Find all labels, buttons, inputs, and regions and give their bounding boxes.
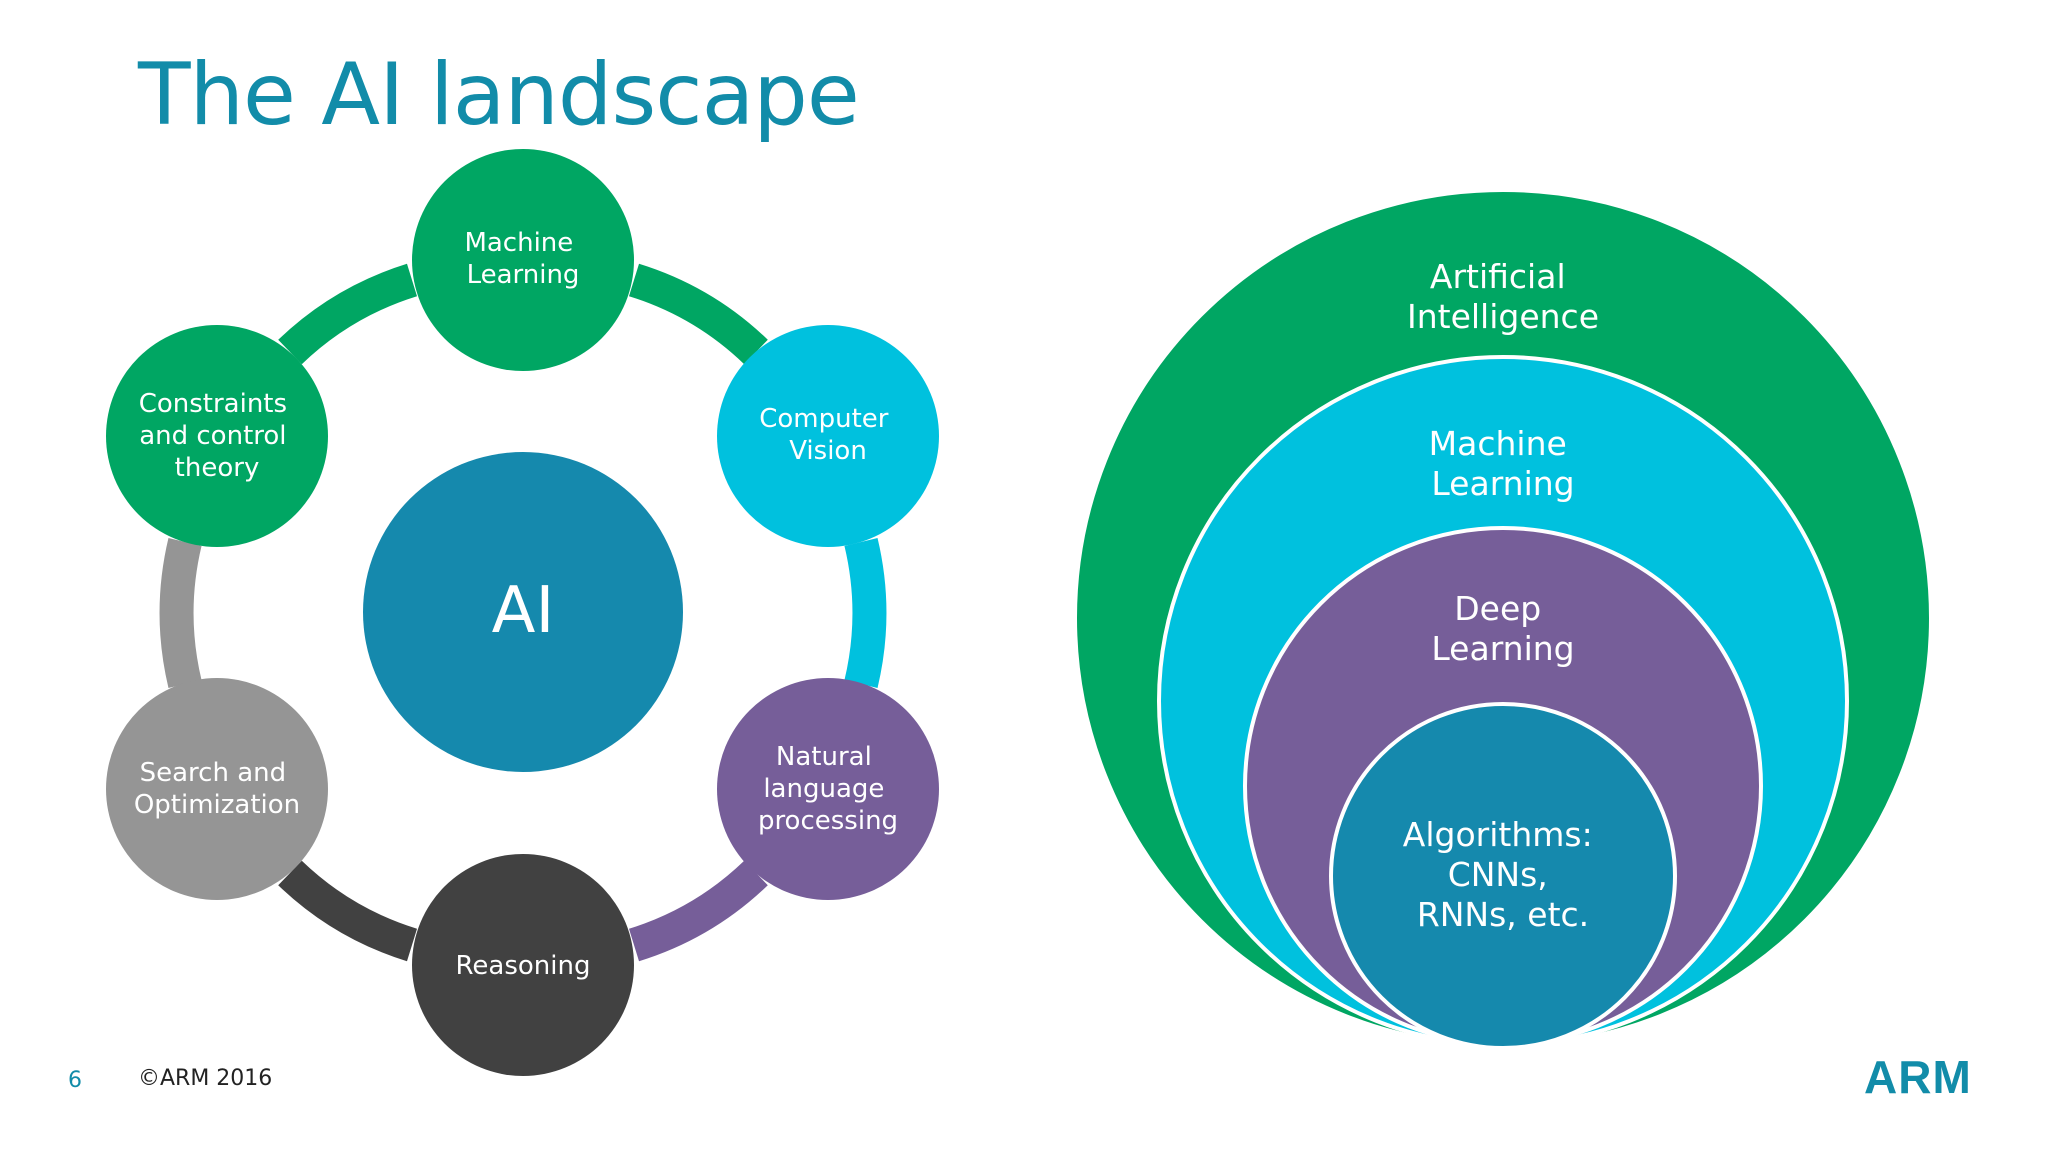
level-label: Machine Learning xyxy=(1429,424,1578,503)
node-machine-learning: Machine Learning xyxy=(412,149,634,371)
level-label: Deep Learning xyxy=(1431,589,1574,668)
level-label-line: Deep xyxy=(1454,589,1541,628)
ai-center: AI xyxy=(363,452,683,772)
copyright-text: ©ARM 2016 xyxy=(138,1066,273,1091)
node-circle xyxy=(106,325,328,547)
ring-connectors xyxy=(159,263,887,962)
node-nlp: Natural language processing xyxy=(717,678,939,900)
node-label: Search and Optimization xyxy=(134,758,300,820)
slide-title: The AI landscape xyxy=(138,45,860,145)
node-circle xyxy=(412,854,634,1076)
level-label-line: Algorithms: xyxy=(1403,815,1593,854)
node-label: Natural language processing xyxy=(758,742,898,836)
node-label-line: Constraints xyxy=(139,389,287,419)
level-label: Artificial Intelligence xyxy=(1407,257,1599,336)
node-label: Constraints and control theory xyxy=(139,389,296,483)
node-circle xyxy=(717,325,939,547)
level-label-line: Learning xyxy=(1431,629,1574,668)
level-label: Algorithms: CNNs, RNNs, etc. xyxy=(1403,815,1603,934)
node-label: Machine Learning xyxy=(464,228,581,290)
level-label-line: RNNs, etc. xyxy=(1417,895,1589,934)
node-label-line: Search and xyxy=(140,758,287,788)
level-label-line: Artificial xyxy=(1430,257,1566,296)
arm-logo: ARM xyxy=(1864,1051,1972,1103)
node-label-line: Learning xyxy=(467,260,580,290)
node-label-line: and control xyxy=(139,421,286,451)
connector-constraints-machine-learning xyxy=(278,263,418,365)
connector-computer-vision-nlp xyxy=(844,538,887,688)
node-computer-vision: Computer Vision xyxy=(717,325,939,547)
ai-center-label: AI xyxy=(492,574,555,648)
node-reasoning: Reasoning xyxy=(412,854,634,1076)
connector-nlp-reasoning xyxy=(628,860,768,962)
node-label: Computer Vision xyxy=(759,404,897,466)
node-label-line: processing xyxy=(758,806,898,836)
level-circle xyxy=(1329,702,1677,1050)
level-algorithms: Algorithms: CNNs, RNNs, etc. xyxy=(1329,702,1677,1050)
connector-reasoning-search xyxy=(278,860,418,962)
node-label: Reasoning xyxy=(456,951,591,981)
page-number: 6 xyxy=(68,1068,82,1093)
level-label-line: Intelligence xyxy=(1407,297,1599,336)
node-label-line: theory xyxy=(175,453,260,483)
level-label-line: CNNs, xyxy=(1448,855,1548,894)
ai-center-circle xyxy=(363,452,683,772)
level-label-line: Learning xyxy=(1431,464,1574,503)
node-search-optimization: Search and Optimization xyxy=(106,678,328,900)
node-label-line: Natural xyxy=(776,742,872,772)
connector-search-constraints xyxy=(159,538,202,688)
nested-diagram: Artificial Intelligence Machine Learning… xyxy=(1073,188,1933,1050)
node-circle xyxy=(717,678,939,900)
node-label-line: language xyxy=(763,774,884,804)
node-label-line: Reasoning xyxy=(456,951,591,981)
level-label-line: Machine xyxy=(1429,424,1567,463)
connector-machine-learning-computer-vision xyxy=(628,263,768,365)
node-constraints-control: Constraints and control theory xyxy=(106,325,328,547)
node-circle xyxy=(412,149,634,371)
node-label-line: Optimization xyxy=(134,790,300,820)
node-label-line: Machine xyxy=(464,228,573,258)
node-label-line: Computer xyxy=(759,404,889,434)
node-circle xyxy=(106,678,328,900)
node-label-line: Vision xyxy=(789,436,867,466)
